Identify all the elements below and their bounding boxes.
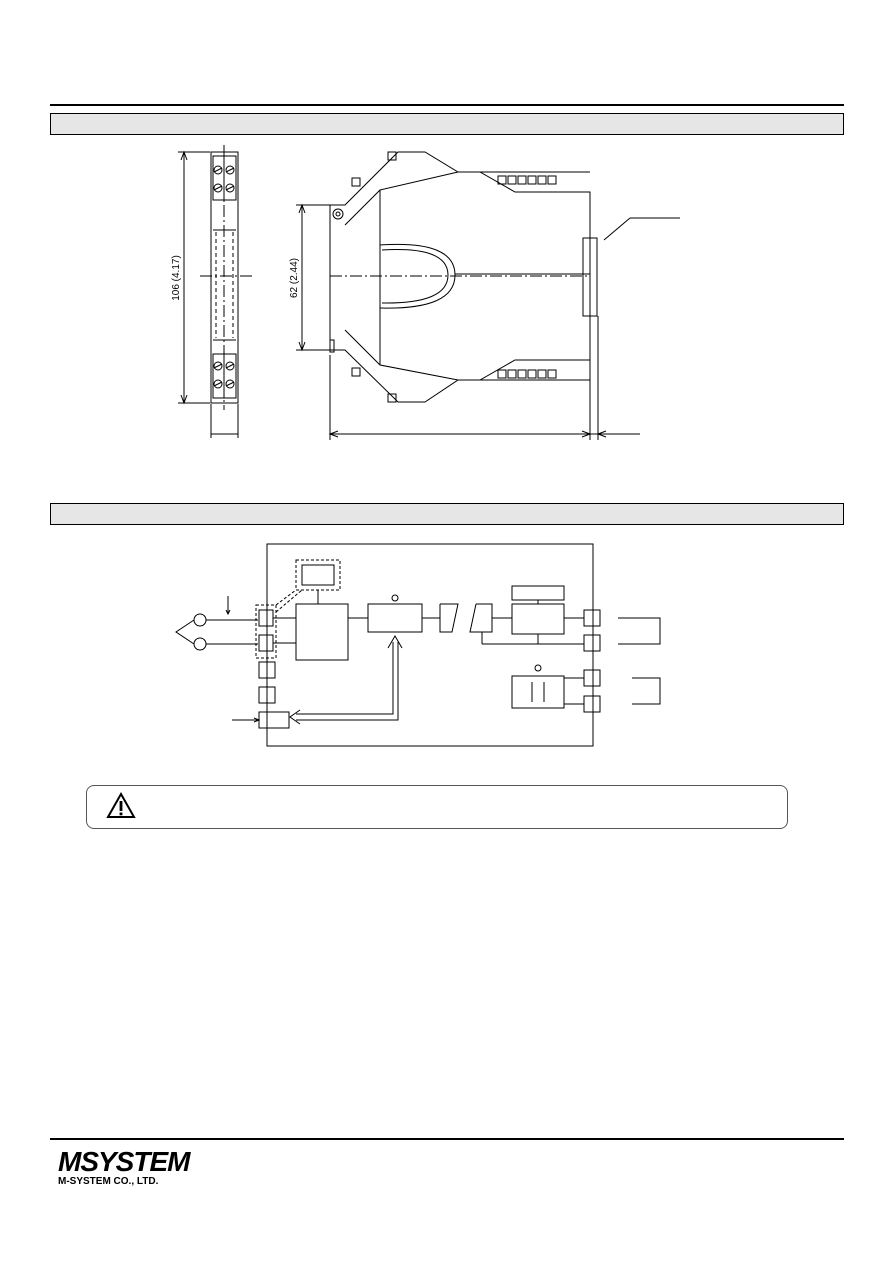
dimension-body-label: 62 (2.44) — [289, 258, 300, 298]
module-outline — [266, 543, 594, 747]
company-name: M-SYSTEM CO., LTD. — [58, 1176, 159, 1187]
company-logo: MSYSTEM M-SYSTEM CO., LTD. — [58, 1146, 190, 1188]
dimension-drawing: 106 (4.17) 62 (2.44) — [171, 145, 680, 440]
header-rule — [50, 104, 844, 106]
section-band-block-diagram — [50, 503, 844, 525]
caution-notice — [86, 785, 788, 829]
section-band-dimensions — [50, 113, 844, 135]
logo-text: MSYSTEM — [58, 1146, 190, 1177]
block-diagram — [175, 543, 661, 747]
dimension-height-label: 106 (4.17) — [171, 255, 182, 301]
warning-triangle-icon — [106, 791, 136, 818]
footer-rule — [50, 1138, 844, 1140]
